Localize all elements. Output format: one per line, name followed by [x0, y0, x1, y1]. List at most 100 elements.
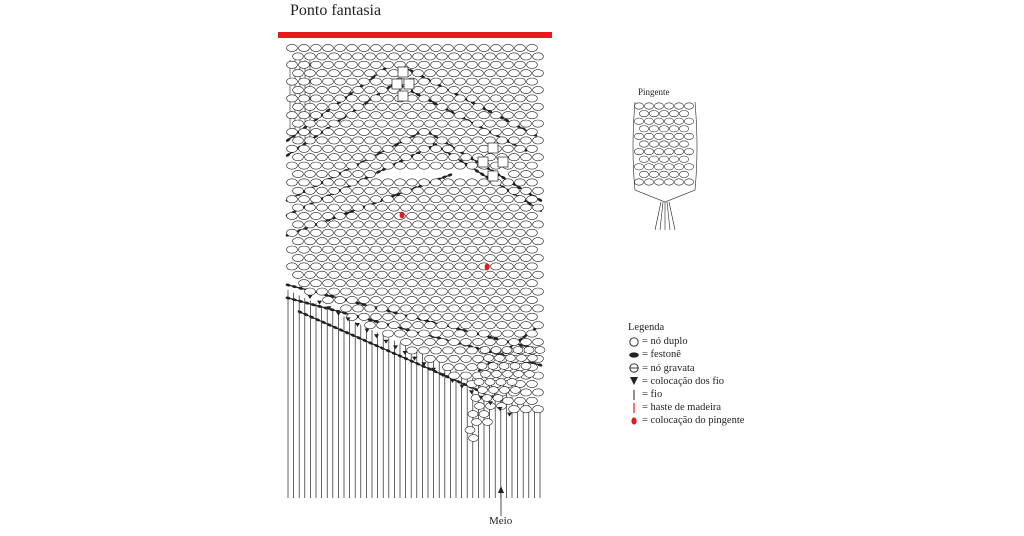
double-knot	[460, 153, 472, 162]
double-knot	[352, 220, 364, 229]
legend-item-haste-de-madeira: = haste de madeira	[628, 401, 744, 414]
double-knot	[424, 186, 436, 195]
double-knot	[328, 170, 340, 178]
placement-triangle	[393, 345, 398, 350]
double-knot	[448, 371, 460, 380]
double-knot	[532, 237, 544, 246]
double-knot	[406, 312, 418, 321]
strand-placement-marks	[307, 295, 512, 417]
double-knot	[454, 94, 466, 103]
pendant-knot	[674, 132, 684, 140]
double-knot	[466, 262, 478, 271]
double-knot	[394, 178, 406, 187]
double-knot	[484, 186, 496, 195]
double-knot	[334, 296, 346, 304]
double-knot	[388, 220, 400, 229]
double-knot	[484, 254, 496, 262]
double-knot	[406, 228, 418, 237]
double-knot	[484, 52, 496, 61]
double-knot	[340, 52, 352, 61]
double-knot	[322, 111, 334, 120]
pingente-title: Pingente	[638, 87, 670, 97]
placement-triangle	[317, 300, 322, 305]
double-knot	[520, 186, 532, 195]
legend-item-no-gravata: = nó gravata	[628, 362, 744, 375]
double-knot	[376, 287, 388, 296]
double-knot	[424, 52, 436, 61]
double-knot	[412, 86, 424, 94]
double-knot	[394, 279, 406, 288]
double-knot	[508, 220, 520, 229]
double-knot	[532, 220, 544, 229]
double-knot	[358, 178, 370, 187]
double-knot	[478, 44, 490, 52]
double-knot	[376, 69, 388, 78]
double-knot	[460, 119, 472, 128]
festone-knot	[315, 318, 320, 322]
double-knot	[406, 111, 418, 120]
double-knot	[478, 279, 490, 288]
double-knot	[526, 329, 538, 338]
double-knot	[466, 161, 478, 170]
double-knot	[442, 296, 454, 304]
double-knot	[394, 128, 406, 136]
double-knot	[480, 370, 491, 378]
double-knot	[346, 77, 358, 86]
double-knot	[460, 203, 472, 212]
double-knot	[478, 296, 490, 304]
double-knot	[418, 279, 430, 288]
double-knot	[514, 296, 526, 304]
double-knot	[508, 270, 520, 279]
double-knot	[442, 44, 454, 52]
double-knot	[322, 178, 334, 187]
double-knot	[334, 178, 346, 187]
festone-knot	[447, 173, 453, 177]
double-knot	[454, 161, 466, 170]
pendant-knot	[674, 102, 684, 110]
festone-knot	[285, 138, 291, 142]
double-knot	[388, 136, 400, 145]
double-knot	[442, 279, 454, 288]
double-knot	[310, 111, 322, 120]
double-knot	[484, 378, 496, 386]
double-knot	[406, 329, 418, 338]
double-knot	[298, 228, 310, 237]
ellipse-filled-icon	[628, 349, 640, 361]
double-knot	[286, 178, 298, 187]
double-knot	[472, 254, 484, 262]
festone-knot	[298, 286, 303, 290]
meio-arrow-icon	[498, 486, 504, 516]
double-knot	[400, 203, 412, 212]
double-knot	[352, 153, 364, 162]
double-knot	[484, 69, 496, 78]
double-knot	[532, 405, 544, 414]
double-knot	[304, 119, 316, 128]
double-knot	[466, 312, 478, 321]
double-knot	[488, 386, 499, 394]
double-knot	[322, 195, 334, 204]
double-knot	[364, 321, 376, 330]
triangle-down-icon	[628, 375, 640, 387]
double-knot	[334, 111, 346, 120]
double-knot	[412, 237, 424, 246]
double-knot	[514, 312, 526, 321]
festone-knot	[291, 285, 297, 289]
double-knot	[490, 312, 502, 321]
double-knot	[292, 237, 304, 246]
double-knot	[442, 195, 454, 204]
double-knot	[322, 296, 334, 304]
double-knot	[526, 144, 538, 153]
double-knot	[484, 237, 496, 246]
double-knot	[513, 370, 524, 378]
pendant-knot	[659, 155, 669, 163]
pendant-knot	[674, 163, 684, 171]
double-knot	[310, 161, 322, 170]
placement-triangle	[326, 306, 332, 311]
double-knot	[412, 69, 424, 78]
double-knot	[442, 329, 454, 338]
double-knot	[526, 296, 538, 304]
double-knot	[382, 144, 394, 153]
double-knot	[490, 195, 502, 204]
pendant-knot	[644, 178, 654, 186]
double-knot	[310, 228, 322, 237]
